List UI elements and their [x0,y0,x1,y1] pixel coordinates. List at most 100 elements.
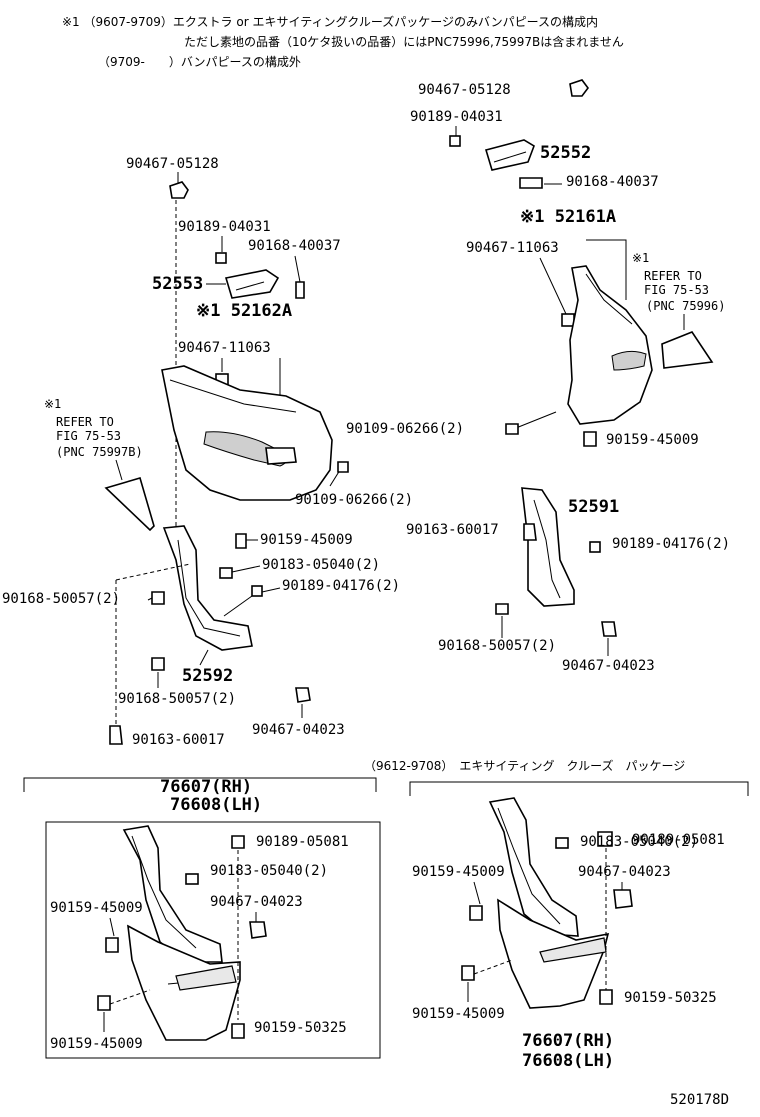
label-right-90467-04023: 90467-04023 [562,658,655,674]
label-left-90168-50057-b: 90168-50057(2) [118,691,236,707]
reference-piece-left [104,477,155,532]
clip-part [613,889,633,909]
label-right-90467-05128: 90467-05128 [418,82,511,98]
bolt-part [231,835,245,849]
note-line-2: ただし素地の品番（10ケタ扱いの品番）にはPNC75996,75997Bは含まれ… [184,34,624,49]
label-right-52591: 52591 [568,497,619,517]
label-bl-90159-45009-b: 90159-45009 [50,1036,143,1052]
bracket-52591 [521,487,575,607]
label-76608-lh-right: 76608(LH) [522,1051,614,1071]
left-ref-line-3: (PNC 75997B) [56,445,143,459]
nut-part [589,541,601,553]
reference-piece-right [661,331,714,369]
label-left-90109-06266: 90109-06266(2) [295,492,413,508]
bolt-part [151,657,165,671]
nut-part [449,135,461,147]
label-right-90467-11063: 90467-11063 [466,240,559,256]
label-right-90159-45009: 90159-45009 [606,432,699,448]
label-left-90467-05128: 90467-05128 [126,156,219,172]
bolt-part [231,1023,245,1039]
label-right-90168-40037: 90168-40037 [566,174,659,190]
label-right-90109-06266: 90109-06266(2) [346,421,464,437]
label-br-90183-05040: 90183-05040(2) [580,834,698,850]
label-bl-90189-05081: 90189-05081 [256,834,349,850]
label-bl-90159-50325: 90159-50325 [254,1020,347,1036]
bolt-part [235,533,247,549]
label-br-90189-05081: 90189-05081 [632,832,725,848]
right-ref-line-1: REFER TO [644,269,702,283]
nut-part [555,837,569,849]
label-right-90189-04176: 90189-04176(2) [612,536,730,552]
label-right-90163-60017: 90163-60017 [406,522,499,538]
note-line-1: ※1 （9607-9709）エクストラ or エキサイティングクルーズパッケージ… [62,14,598,29]
label-left-90168-50057-a: 90168-50057(2) [2,591,120,607]
bolt-part [523,523,537,541]
bumper-piece-right [567,265,653,425]
nut-part [185,873,199,885]
left-ref-line-2: FIG 75-53 [56,429,121,443]
label-76607-rh-right: 76607(RH) [522,1031,614,1051]
bolt-part [599,989,613,1005]
right-ref-line-2: FIG 75-53 [644,283,709,297]
bolt-part [461,965,475,981]
clip-part [569,79,589,97]
bolt-part [469,905,483,921]
label-br-90159-45009-a: 90159-45009 [412,864,505,880]
label-right-52552: 52552 [540,143,591,163]
label-left-52162A: ※1 52162A [196,301,292,321]
label-left-90163-60017: 90163-60017 [132,732,225,748]
label-left-90467-04023: 90467-04023 [252,722,345,738]
left-ref-mark: ※1 [44,397,61,411]
clip-part [601,621,617,637]
label-76607-rh-left: 76607(RH) [160,777,252,797]
label-left-90467-11063: 90467-11063 [178,340,271,356]
figure-id: 520178D [670,1092,729,1108]
label-bl-90467-04023: 90467-04023 [210,894,303,910]
bolt-part [295,281,305,299]
nut-part [215,252,227,264]
label-bl-90183-05040: 90183-05040(2) [210,863,328,879]
clip-part [295,687,311,703]
bracket-52552 [484,139,535,171]
label-br-90159-50325: 90159-50325 [624,990,717,1006]
bolt-part [597,831,613,847]
clip-part [169,181,189,199]
label-bl-90159-45009-a: 90159-45009 [50,900,143,916]
clip-part [249,921,267,939]
bolt-part [109,725,123,745]
label-br-90159-45009-b: 90159-45009 [412,1006,505,1022]
bracket-52553 [224,269,280,299]
label-right-90168-50057: 90168-50057(2) [438,638,556,654]
label-left-90159-45009: 90159-45009 [260,532,353,548]
nut-part [251,585,263,597]
bolt-part [495,603,509,615]
note-line-3: （9709- ）バンパピースの構成外 [98,55,301,69]
mudguard-upper-left [122,825,223,963]
mudguard-upper-right [488,797,579,937]
right-ref-line-3: (PNC 75996) [646,299,725,313]
label-76608-lh-left: 76608(LH) [170,795,262,815]
bolt-part [105,937,119,953]
package-header: （9612-9708） エキサイティング クルーズ パッケージ [364,758,685,773]
bolt-part [519,177,543,189]
label-left-90183-05040: 90183-05040(2) [262,557,380,573]
bolt-part [583,431,597,447]
label-left-90168-40037: 90168-40037 [248,238,341,254]
label-br-90467-04023: 90467-04023 [578,864,671,880]
bolt-part [97,995,111,1011]
label-left-90189-04031: 90189-04031 [178,219,271,235]
label-left-52592: 52592 [182,666,233,686]
clip-part [561,313,575,327]
nut-part [219,567,233,579]
label-left-52553: 52553 [152,274,203,294]
left-ref-line-1: REFER TO [56,415,114,429]
label-left-90189-04176: 90189-04176(2) [282,578,400,594]
frame-mudguard-left [45,821,381,1059]
label-right-90189-04031: 90189-04031 [410,109,503,125]
label-right-52161A: ※1 52161A [520,207,616,227]
screw-part [337,461,349,473]
bracket-52592 [162,525,253,651]
right-ref-mark: ※1 [632,251,649,265]
